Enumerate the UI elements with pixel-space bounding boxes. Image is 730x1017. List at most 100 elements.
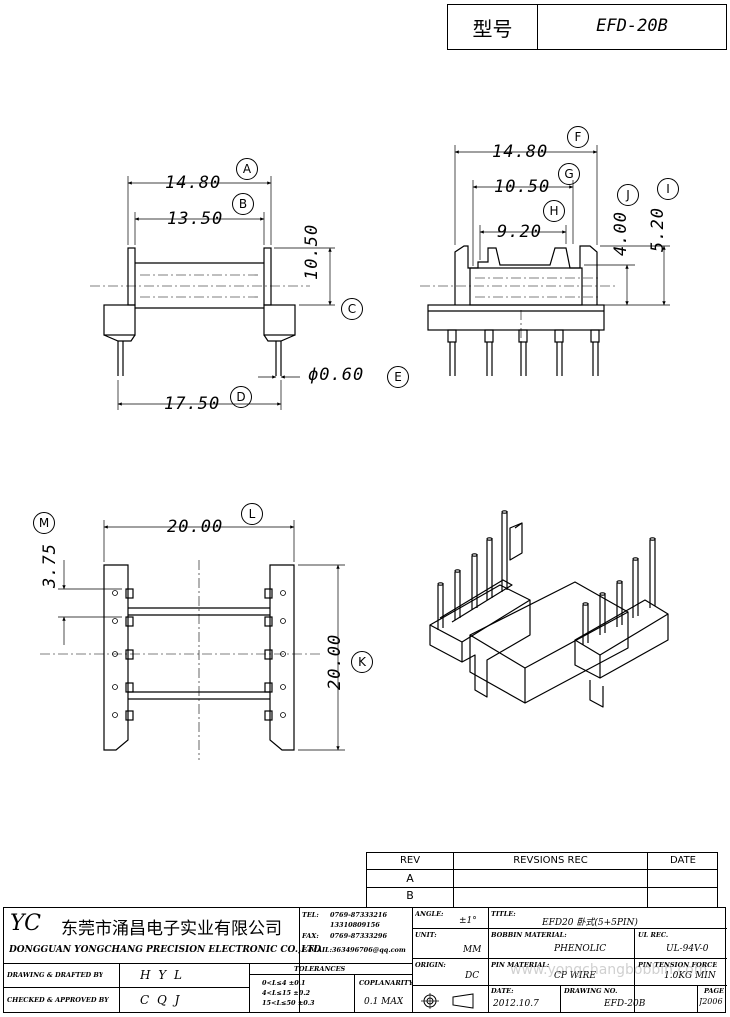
unit-label: UNIT: bbox=[415, 931, 437, 939]
title-block: YC 东莞市涌昌电子实业有限公司 DONGGUAN YONGCHANG PREC… bbox=[3, 907, 727, 1013]
front-left-flange bbox=[127, 247, 136, 306]
dim-j-value: 4.00 bbox=[611, 211, 631, 256]
title-label: TITLE: bbox=[491, 910, 516, 918]
dim-h-label: H bbox=[543, 200, 565, 222]
side-centerlines bbox=[420, 277, 615, 345]
front-centerlines bbox=[90, 274, 310, 298]
dim-e-value: ϕ0.60 bbox=[308, 365, 365, 385]
drawn-by-value: H Y L bbox=[140, 968, 184, 982]
company-name-cn: 东莞市涌昌电子实业有限公司 bbox=[61, 919, 282, 939]
dim-f-label: F bbox=[567, 126, 589, 148]
dim-d-value: 17.50 bbox=[164, 394, 221, 414]
side-core bbox=[469, 267, 583, 306]
bobbin-label: BOBBIN MATERIAL: bbox=[491, 931, 567, 939]
fax-value: 0769-87333296 bbox=[330, 932, 387, 940]
tolerance-1: 0<L≤4 ±0.1 bbox=[262, 979, 306, 987]
tolerance-2: 4<L≤15 ±0.2 bbox=[262, 989, 311, 997]
drawing-no-value: EFD-20B bbox=[604, 999, 646, 1009]
tel-value-2: 13310809156 bbox=[330, 921, 380, 929]
dim-c-value: 10.50 bbox=[302, 223, 322, 280]
top-right-pins bbox=[264, 588, 273, 721]
dim-f-value: 14.80 bbox=[492, 142, 549, 162]
side-bobbin-outline bbox=[454, 245, 598, 305]
front-right-flange bbox=[263, 247, 272, 306]
dim-j-label: J bbox=[617, 184, 639, 206]
dim-g-value: 10.50 bbox=[494, 177, 551, 197]
dim-c-label: C bbox=[341, 298, 363, 320]
rev-row-a: A bbox=[406, 872, 414, 885]
dim-a-label: A bbox=[236, 158, 258, 180]
date-value: 2012.10.7 bbox=[493, 999, 539, 1009]
drawn-by-label: DRAWING & DRAFTED BY bbox=[7, 971, 104, 979]
header-box: 型号 EFD-20B bbox=[447, 4, 727, 50]
dim-m-label: M bbox=[33, 512, 55, 534]
technical-drawing bbox=[40, 145, 670, 760]
tel-value: 0769-87333216 bbox=[330, 911, 387, 919]
origin-value: DC bbox=[465, 971, 480, 981]
pin-label: PIN MATERIAL: bbox=[491, 961, 550, 969]
checked-by-label: CHECKED & APPROVED BY bbox=[7, 996, 109, 1004]
dim-k-value: 20.00 bbox=[325, 633, 345, 690]
origin-label: ORIGIN: bbox=[415, 961, 446, 969]
dim-l-label: L bbox=[241, 503, 263, 525]
top-dimension-lines bbox=[58, 520, 345, 751]
angle-label: ANGLE: bbox=[415, 910, 444, 918]
projection-symbol-icon bbox=[421, 993, 474, 1009]
revision-table: REV REVSIONS REC DATE A B bbox=[366, 852, 718, 908]
company-name-en: DONGGUAN YONGCHANG PRECISION ELECTRONIC … bbox=[9, 945, 322, 955]
dim-a-value: 14.80 bbox=[165, 173, 222, 193]
coplanarity-value: 0.1 MAX bbox=[364, 997, 404, 1007]
front-left-foot-chamfer bbox=[103, 334, 136, 342]
tension-label: PIN TENSION FORCE bbox=[638, 961, 718, 969]
ul-value: UL-94V-0 bbox=[666, 944, 709, 954]
isometric-view bbox=[429, 510, 669, 708]
dim-m-value: 3.75 bbox=[40, 543, 60, 588]
page-value: J2006 bbox=[699, 997, 723, 1006]
checked-by-value: C Q J bbox=[140, 993, 182, 1007]
title-value: EFD20 卧式(5+5PIN) bbox=[542, 918, 638, 928]
model-number: EFD-20B bbox=[596, 16, 668, 36]
header-divider bbox=[537, 5, 538, 49]
fax-label: FAX: bbox=[302, 932, 319, 940]
rev-rec-header: REVSIONS REC bbox=[513, 855, 588, 866]
drawing-no-label: DRAWING NO. bbox=[564, 987, 618, 995]
side-dimension-lines bbox=[454, 145, 670, 306]
type-label: 型号 bbox=[472, 17, 513, 41]
side-base bbox=[427, 304, 605, 331]
top-centerlines bbox=[40, 560, 320, 760]
front-right-foot-chamfer bbox=[263, 334, 296, 342]
top-left-flange bbox=[103, 564, 129, 751]
watermark: www.yongchangbobbin.com bbox=[510, 962, 708, 978]
page-label: PAGE bbox=[704, 987, 724, 995]
dim-b-value: 13.50 bbox=[167, 209, 224, 229]
tolerances-label: TOLERANCES bbox=[294, 965, 346, 973]
front-right-foot bbox=[263, 304, 296, 336]
pin-value: CP WIRE bbox=[554, 971, 596, 981]
rev-row-b: B bbox=[406, 889, 414, 902]
dim-l-value: 20.00 bbox=[167, 517, 224, 537]
dim-g-label: G bbox=[558, 163, 580, 185]
tension-value: 1.0KG MIN bbox=[664, 971, 716, 981]
top-pin-holes bbox=[112, 590, 286, 718]
dim-i-value: 5.20 bbox=[648, 207, 668, 252]
company-logo: YC bbox=[10, 911, 41, 936]
tel-label: TEL: bbox=[302, 911, 319, 919]
dim-h-value: 9.20 bbox=[497, 222, 542, 242]
iso-right-pins bbox=[582, 537, 656, 645]
dim-i-label: I bbox=[657, 178, 679, 200]
tolerance-3: 15<L≤50 ±0.3 bbox=[262, 999, 315, 1007]
dim-d-label: D bbox=[230, 386, 252, 408]
date-header: DATE bbox=[669, 855, 696, 866]
front-view bbox=[103, 247, 296, 376]
rev-header: REV bbox=[399, 855, 421, 866]
top-right-flange bbox=[269, 564, 295, 751]
top-left-pins bbox=[125, 588, 134, 721]
iso-left-pins bbox=[437, 510, 508, 630]
email: E-MAIL:363496706@qq.com bbox=[302, 946, 406, 954]
date-label: DATE: bbox=[491, 987, 514, 995]
dim-e-label: E bbox=[387, 366, 409, 388]
dim-b-label: B bbox=[232, 193, 254, 215]
bobbin-value: PHENOLIC bbox=[554, 944, 607, 954]
ul-label: UL REC. bbox=[638, 931, 669, 939]
front-dimension-lines bbox=[117, 176, 335, 410]
